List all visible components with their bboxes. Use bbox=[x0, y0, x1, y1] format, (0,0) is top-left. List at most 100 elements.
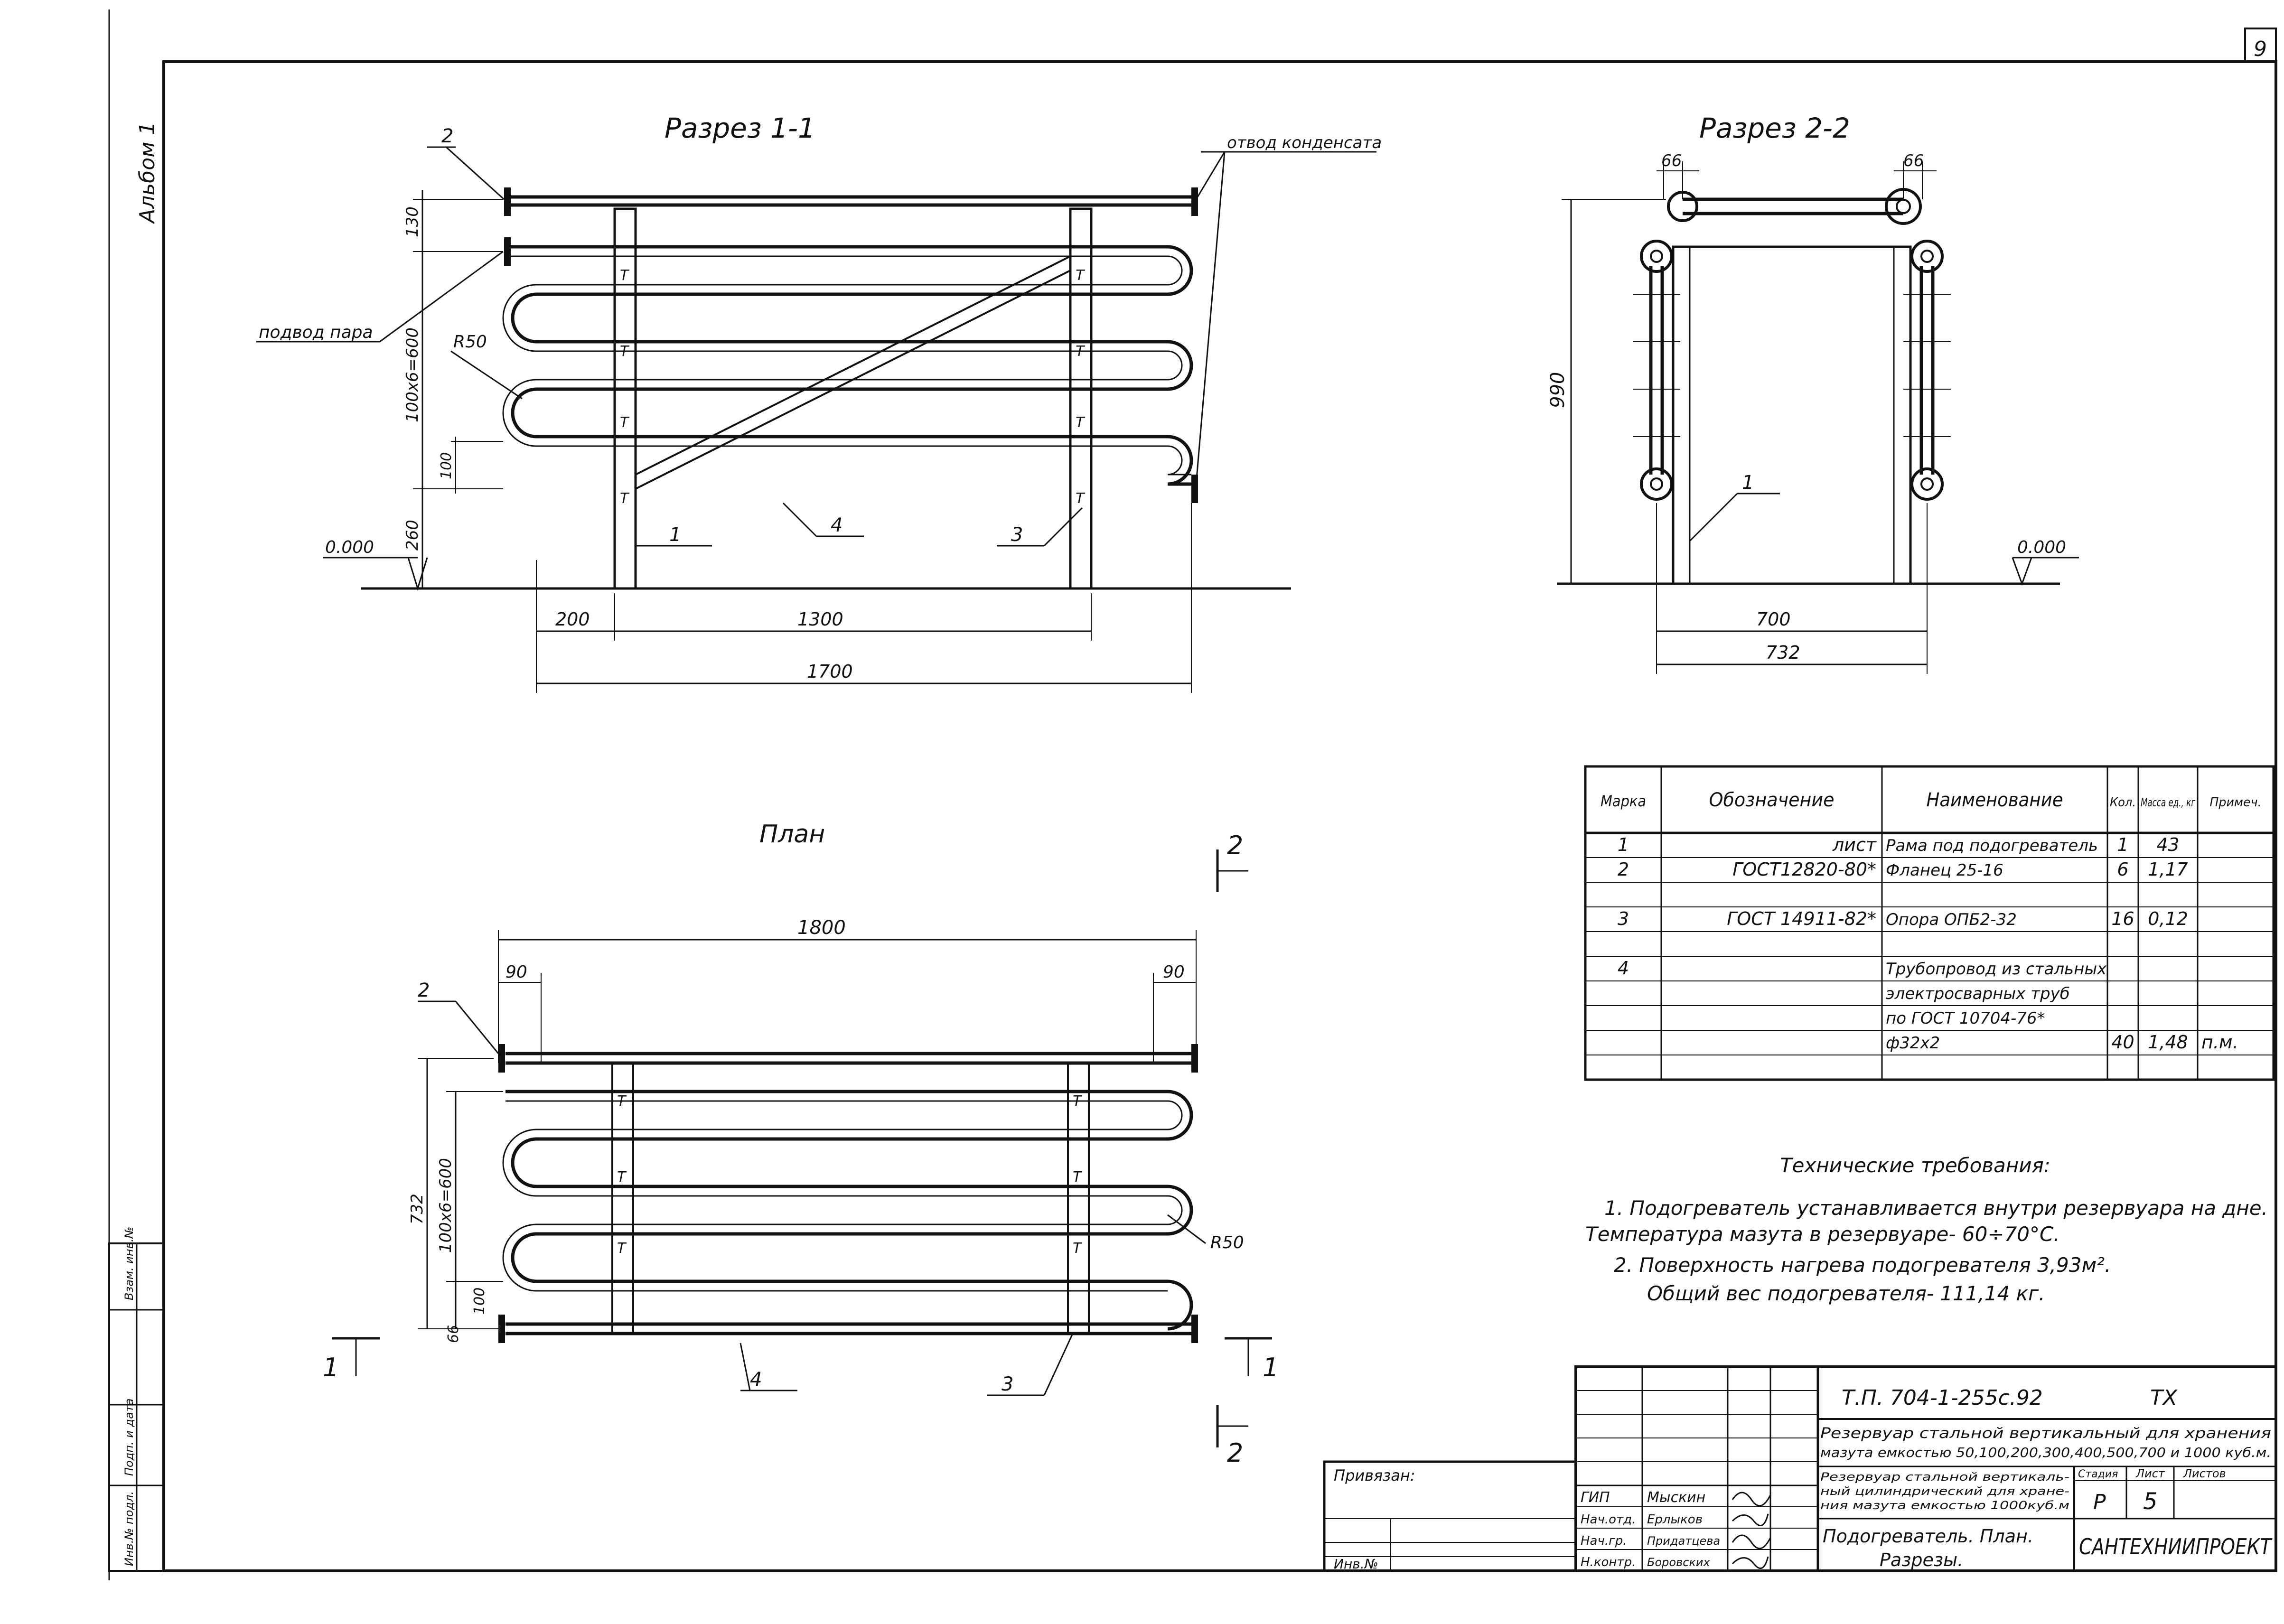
condensate-label: отвод конденсата bbox=[1227, 133, 1382, 152]
inv-label: Инв.№ bbox=[1334, 1556, 1378, 1572]
spec-cell: ГОСТ12820-80* bbox=[1732, 859, 1876, 880]
req-line-3: 2. Поверхность нагрева подогревателя 3,9… bbox=[1614, 1253, 2111, 1277]
title-block: Привязан: Инв.№ ГИП Нач.отд. Нач.гр. Н.к… bbox=[1323, 1365, 2277, 1572]
svg-text:T: T bbox=[1073, 1093, 1083, 1110]
role-3: Нач.гр. bbox=[1581, 1534, 1627, 1548]
steam-label: подвод пара bbox=[259, 323, 373, 342]
sec2-dim-732: 732 bbox=[1766, 642, 1800, 663]
req-title: Технические требования: bbox=[1780, 1154, 2050, 1177]
organization: САНТЕХНИИПРОЕКТ bbox=[2079, 1534, 2273, 1559]
svg-text:T: T bbox=[617, 1240, 627, 1257]
sec1-dim-200: 200 bbox=[555, 609, 590, 630]
svg-text:T: T bbox=[620, 414, 630, 431]
flange-top-left bbox=[504, 187, 511, 216]
role-4: Н.контр. bbox=[1581, 1555, 1636, 1569]
flange-top-right bbox=[1191, 187, 1198, 216]
plan-callout-2: 2 bbox=[418, 980, 430, 1001]
sheet-value: 5 bbox=[2143, 1488, 2158, 1515]
spec-header: Обозначение bbox=[1709, 789, 1835, 811]
name-3: Придатцева bbox=[1647, 1534, 1720, 1548]
stage-value: Р bbox=[2093, 1490, 2106, 1514]
plan-radius: R50 bbox=[1210, 1233, 1244, 1252]
spec-cell: ГОСТ 14911-82* bbox=[1727, 908, 1876, 929]
spec-cell: 1,48 bbox=[2148, 1032, 2188, 1053]
plan-dim-90-left: 90 bbox=[505, 962, 527, 982]
spec-cell: Рама под подогреватель bbox=[1886, 836, 2098, 855]
plan-dim-66: 66 bbox=[445, 1325, 462, 1343]
svg-text:T: T bbox=[620, 490, 630, 507]
sec1-dim-1700: 1700 bbox=[807, 661, 853, 682]
object-line-1: Резервуар стальной вертикаль- bbox=[1820, 1470, 2069, 1484]
svg-text:T: T bbox=[620, 267, 630, 284]
object-line-3: ния мазута емкостью 1000куб.м bbox=[1820, 1499, 2069, 1512]
plan-dim-100: 100 bbox=[471, 1288, 488, 1315]
signature-2 bbox=[1732, 1513, 1769, 1527]
plan-view: План 2 2 1 1 1800 90 90 bbox=[323, 820, 1279, 1468]
spec-cell: Опора ОПБ2-32 bbox=[1886, 910, 2017, 929]
spec-cell: электросварных труб bbox=[1886, 984, 2070, 1003]
plan-dim-pitch: 100х6=600 bbox=[436, 1158, 455, 1253]
spec-header: Примеч. bbox=[2209, 795, 2261, 810]
sec2-dim-66-left: 66 bbox=[1661, 151, 1682, 170]
name-1: Мыскин bbox=[1647, 1489, 1705, 1506]
signature-1 bbox=[1732, 1492, 1771, 1507]
stage-head: Стадия bbox=[2078, 1468, 2118, 1480]
sec1-dim-100: 100 bbox=[438, 452, 455, 479]
drawing-line-1: Подогреватель. План. bbox=[1823, 1526, 2033, 1547]
stamp-replace: Взам. инв.№ bbox=[122, 1227, 136, 1300]
plan-coil bbox=[505, 1090, 1193, 1331]
frame-rect bbox=[1672, 245, 1912, 585]
sec2-dim-700: 700 bbox=[1756, 609, 1791, 630]
plan-dim-1800: 1800 bbox=[797, 917, 846, 939]
req-line-1: 1. Подогреватель устанавливается внутри … bbox=[1604, 1196, 2268, 1220]
stamp-inv: Инв.№ подл. bbox=[122, 1491, 136, 1566]
heating-coil bbox=[510, 245, 1193, 486]
signature-3 bbox=[1732, 1534, 1771, 1549]
spec-cell: лист bbox=[1832, 834, 1877, 855]
technical-requirements: Технические требования: 1. Подогреватель… bbox=[1585, 1154, 2268, 1305]
object-line-2: ный цилиндрический для хране- bbox=[1820, 1484, 2069, 1498]
role-1: ГИП bbox=[1581, 1489, 1610, 1506]
spec-cell: Фланец 25-16 bbox=[1886, 861, 2003, 880]
spec-cell: 1 bbox=[2117, 834, 2128, 855]
flange-steam-inlet bbox=[504, 237, 511, 266]
sec1-level: 0.000 bbox=[325, 538, 374, 557]
name-4: Боровских bbox=[1647, 1556, 1711, 1569]
sec1-radius: R50 bbox=[453, 332, 487, 352]
sec1-dim-130: 130 bbox=[403, 206, 422, 237]
spec-cell: п.м. bbox=[2201, 1032, 2238, 1053]
sheets-head: Листов bbox=[2183, 1467, 2226, 1480]
svg-text:T: T bbox=[1073, 1240, 1083, 1257]
binding-label: Привязан: bbox=[1334, 1466, 1415, 1484]
margin-stamp: Инв.№ подл. Подп. и дата Взам. инв.№ bbox=[108, 1227, 165, 1572]
spec-header: Масса ед., кг bbox=[2141, 796, 2195, 809]
spec-cell: ф32х2 bbox=[1886, 1034, 1940, 1053]
svg-text:T: T bbox=[1076, 414, 1086, 431]
spec-cell: 2 bbox=[1618, 859, 1629, 880]
plan-cut-2-bottom: 2 bbox=[1227, 1438, 1243, 1468]
plan-cut-2-top: 2 bbox=[1227, 831, 1243, 860]
req-line-4: Общий вес подогревателя- 111,14 кг. bbox=[1647, 1282, 2045, 1305]
svg-text:T: T bbox=[620, 343, 630, 360]
spec-cell: по ГОСТ 10704-76* bbox=[1886, 1009, 2045, 1028]
sec1-callout-3: 3 bbox=[1011, 524, 1023, 546]
drawing-line-2: Разрезы. bbox=[1880, 1549, 1963, 1570]
frame-post-left bbox=[613, 207, 637, 590]
sec1-callout-1: 1 bbox=[669, 524, 681, 546]
spec-cell: 3 bbox=[1618, 908, 1629, 929]
spec-header: Наименование bbox=[1927, 789, 2063, 811]
spec-cell: Трубопровод из стальных bbox=[1886, 960, 2107, 979]
frame-post-right bbox=[1069, 207, 1093, 590]
plan-callout-4: 4 bbox=[750, 1369, 762, 1391]
req-line-2: Температура мазута в резервуаре- 60÷70°С… bbox=[1585, 1223, 2060, 1246]
spec-cell: 4 bbox=[1618, 958, 1629, 979]
plan-cut-1-right: 1 bbox=[1263, 1353, 1279, 1382]
role-2: Нач.отд. bbox=[1581, 1512, 1636, 1527]
sec2-callout-1: 1 bbox=[1742, 472, 1754, 494]
plan-title: План bbox=[759, 820, 825, 849]
project-line-2: мазута емкостью 50,100,200,300,400,500,7… bbox=[1820, 1445, 2271, 1460]
page-number-box bbox=[2244, 28, 2277, 63]
plan-cut-1-left: 1 bbox=[323, 1353, 339, 1382]
